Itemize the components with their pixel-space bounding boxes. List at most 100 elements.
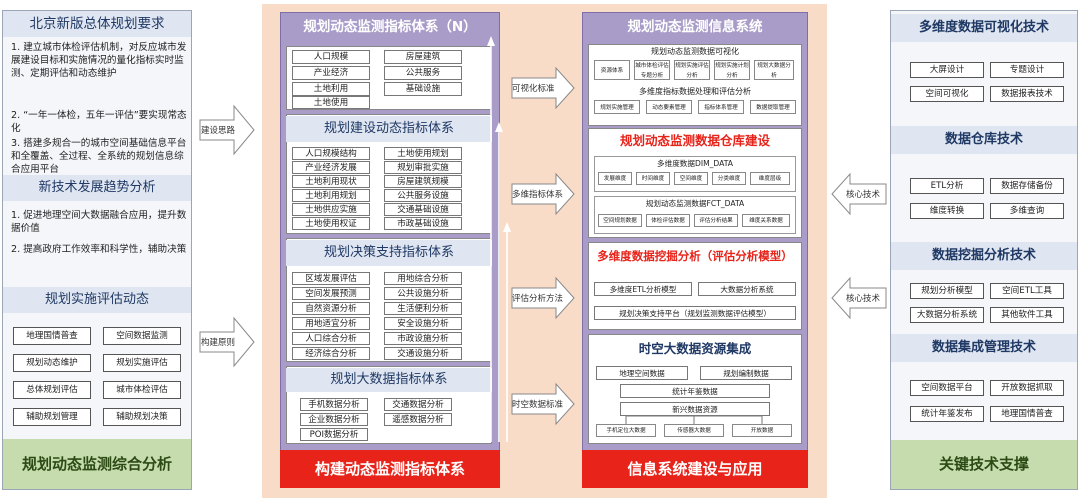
tech-vis-3: 空间可视化: [910, 86, 984, 102]
dim-box-2: 时间维度: [636, 172, 670, 185]
arrow-build-principle: [199, 316, 255, 368]
arrow-eval-method: [511, 276, 575, 320]
sec3-box-6: 生活便利分析: [384, 302, 462, 315]
tech-dw-title: 数据仓库技术: [891, 126, 1077, 154]
sec3-title: 规划决策支持指标体系: [286, 240, 492, 266]
mine-box-1: 多维度ETL分析模型: [594, 282, 692, 296]
sec2-box-10: 交通基础设施: [384, 203, 462, 216]
st-title: 时空大数据资源集成: [638, 341, 752, 356]
tech-dm-4: 其他软件工具: [990, 307, 1064, 323]
sec1-box-1: 人口规模: [292, 50, 370, 64]
sec3-box-9: 人口综合分析: [292, 332, 370, 345]
st-box-1: 地理空间数据: [596, 366, 688, 380]
fct-box: [594, 196, 796, 234]
left-footer: 规划动态监测综合分析: [3, 439, 191, 489]
vis-box-1: 资源体系: [594, 60, 630, 80]
tech-dw-1: ETL分析: [910, 178, 984, 194]
sec1-box-5: 土地利用: [292, 82, 370, 96]
arrow-st-std: [511, 382, 575, 426]
sec4-box-1: 手机数据分析: [300, 398, 368, 411]
impl-box-8: 辅助规划决策: [103, 408, 181, 426]
st-sub-2: 传感器大数据: [664, 424, 724, 437]
right-title: 规划动态监测信息系统: [627, 19, 763, 35]
proc-title: 多维度指标数据处理和评估分析: [639, 87, 751, 96]
sec2-box-7: 土地利用规划: [292, 189, 370, 202]
sec2-box-11: 土地使用权证: [292, 217, 370, 230]
tech-dw-3: 维度转换: [910, 203, 984, 219]
sec2-box-1: 人口规模结构: [292, 147, 370, 160]
sec3-box-3: 空间发展预测: [292, 287, 370, 300]
fct-title: 规划动态监测数据FCT_DATA: [645, 199, 745, 208]
sec3-box-5: 自然资源分析: [292, 302, 370, 315]
tech-dw-2: 数据存储备份: [990, 178, 1064, 194]
fct-box-1: 空间规划数据: [598, 214, 642, 227]
sec2-box-2: 土地使用规划: [384, 147, 462, 160]
middle-title: 规划动态监测指标体系（N）: [303, 19, 477, 35]
tech-dm-1: 规划分析模型: [910, 283, 984, 299]
sec2-box-5: 土地利用现状: [292, 175, 370, 188]
dim-box-3: 空间维度: [674, 172, 708, 185]
impl-box-5: 总体规划评估: [13, 381, 91, 399]
arrow-vis-std: [511, 66, 575, 110]
vis-title: 规划动态监测数据可视化: [651, 47, 739, 56]
tech-dw-4: 多维查询: [990, 203, 1064, 219]
tech-di-2: 开放数据抓取: [990, 380, 1064, 396]
dw-title: 规划动态监测数据仓库建设: [619, 133, 770, 148]
sec1-box-4: 公共服务: [384, 66, 462, 80]
trend-item-2: 2. 提高政府工作效率和科学性，辅助决策: [11, 244, 187, 255]
tech-vis-1: 大屏设计: [910, 62, 984, 78]
sec3-box-11: 经济综合分析: [292, 347, 370, 360]
left-item-3: 3. 搭建多规合一的城市空间基础信息平台和全覆盖、全过程、全系统的规划信息综合应…: [11, 138, 187, 176]
sec2-box-3: 产业经济发展: [292, 161, 370, 174]
trend-item-1: 1. 促进地理空间大数据融合应用，提升数据价值: [11, 210, 187, 235]
sec2-box-8: 公共服务设施: [384, 189, 462, 202]
arrow-multi-idx: [511, 172, 575, 216]
dim-box: [594, 156, 796, 192]
left-item-1: 1. 建立城市体检评估机制，对反应城市发展建设目标和实施情况的量化指标实时监测、…: [11, 42, 187, 80]
mine-box-3: 规划决策支持平台（规划监测数据评估模型）: [594, 306, 796, 320]
dim-title: 多维度数据DIM_DATA: [657, 159, 733, 168]
st-sub-1: 手机定位大数据: [596, 424, 656, 437]
arrow-label-core-tech-2: 核心技术: [846, 294, 881, 304]
tech-vis-title: 多维度数据可视化技术: [891, 14, 1077, 42]
sec3-box-12: 交通设施分析: [384, 347, 462, 360]
sec3-box-4: 公共设施分析: [384, 287, 462, 300]
vis-box-4: 规划实施计划分析: [714, 60, 750, 80]
left-item-2: 2. “一年一体检，五年一评估”要实现常态化: [11, 110, 187, 135]
st-sub-3: 开放数据: [732, 424, 792, 437]
st-box-3: 统计年鉴数据: [620, 384, 770, 398]
sec4-box-5: POI数据分析: [300, 428, 368, 441]
arrow-label-multi-idx: 多维指标体系: [512, 190, 564, 200]
proc-box-3: 指标体系管理: [698, 100, 744, 114]
sec2-box-12: 市政基础设施: [384, 217, 462, 230]
tech-dm-2: 空间ETL工具: [990, 283, 1064, 299]
arrow-label-build-principle: 构建原则: [201, 338, 236, 348]
middle-footer: 构建动态监测指标体系: [280, 450, 500, 488]
sec2-box-6: 房屋建筑规模: [384, 175, 462, 188]
dim-box-1: 发展维度: [598, 172, 632, 185]
arrow-build-idea: [199, 104, 255, 156]
sec3-box-10: 市政设施分析: [384, 332, 462, 345]
sec4-box-2: 交通数据分析: [384, 398, 452, 411]
tech-dm-3: 大数据分析系统: [910, 307, 984, 323]
impl-box-4: 规划实施评估: [103, 354, 181, 372]
tech-dm-title: 数据挖掘分析技术: [891, 242, 1077, 270]
sec2-title: 规划建设动态指标体系: [286, 116, 492, 142]
tech-di-3: 统计年鉴发布: [910, 406, 984, 422]
tech-footer: 关键技术支撑: [891, 440, 1077, 489]
sec3-box-7: 用地适宜分析: [292, 317, 370, 330]
sec1-box-6: 基础设施: [384, 82, 462, 96]
sec4-title: 规划大数据指标体系: [286, 368, 492, 392]
sec3-box-2: 用地综合分析: [384, 272, 462, 285]
impl-box-2: 空间数据监测: [103, 327, 181, 345]
left-title: 北京新版总体规划要求: [3, 11, 191, 37]
tech-di-4: 地理国情普查: [990, 406, 1064, 422]
arrow-label-vis-std: 可视化标准: [512, 84, 555, 94]
tech-vis-2: 专题设计: [990, 62, 1064, 78]
dim-box-5: 维度层级: [750, 172, 790, 185]
sec4-box-4: 遥感数据分析: [384, 413, 452, 426]
arrow-label-build-idea: 建设思路: [201, 126, 236, 136]
impl-box-7: 辅助规划管理: [13, 408, 91, 426]
vis-box-3: 规划实施评估分析: [674, 60, 710, 80]
dim-box-4: 分类维度: [712, 172, 746, 185]
